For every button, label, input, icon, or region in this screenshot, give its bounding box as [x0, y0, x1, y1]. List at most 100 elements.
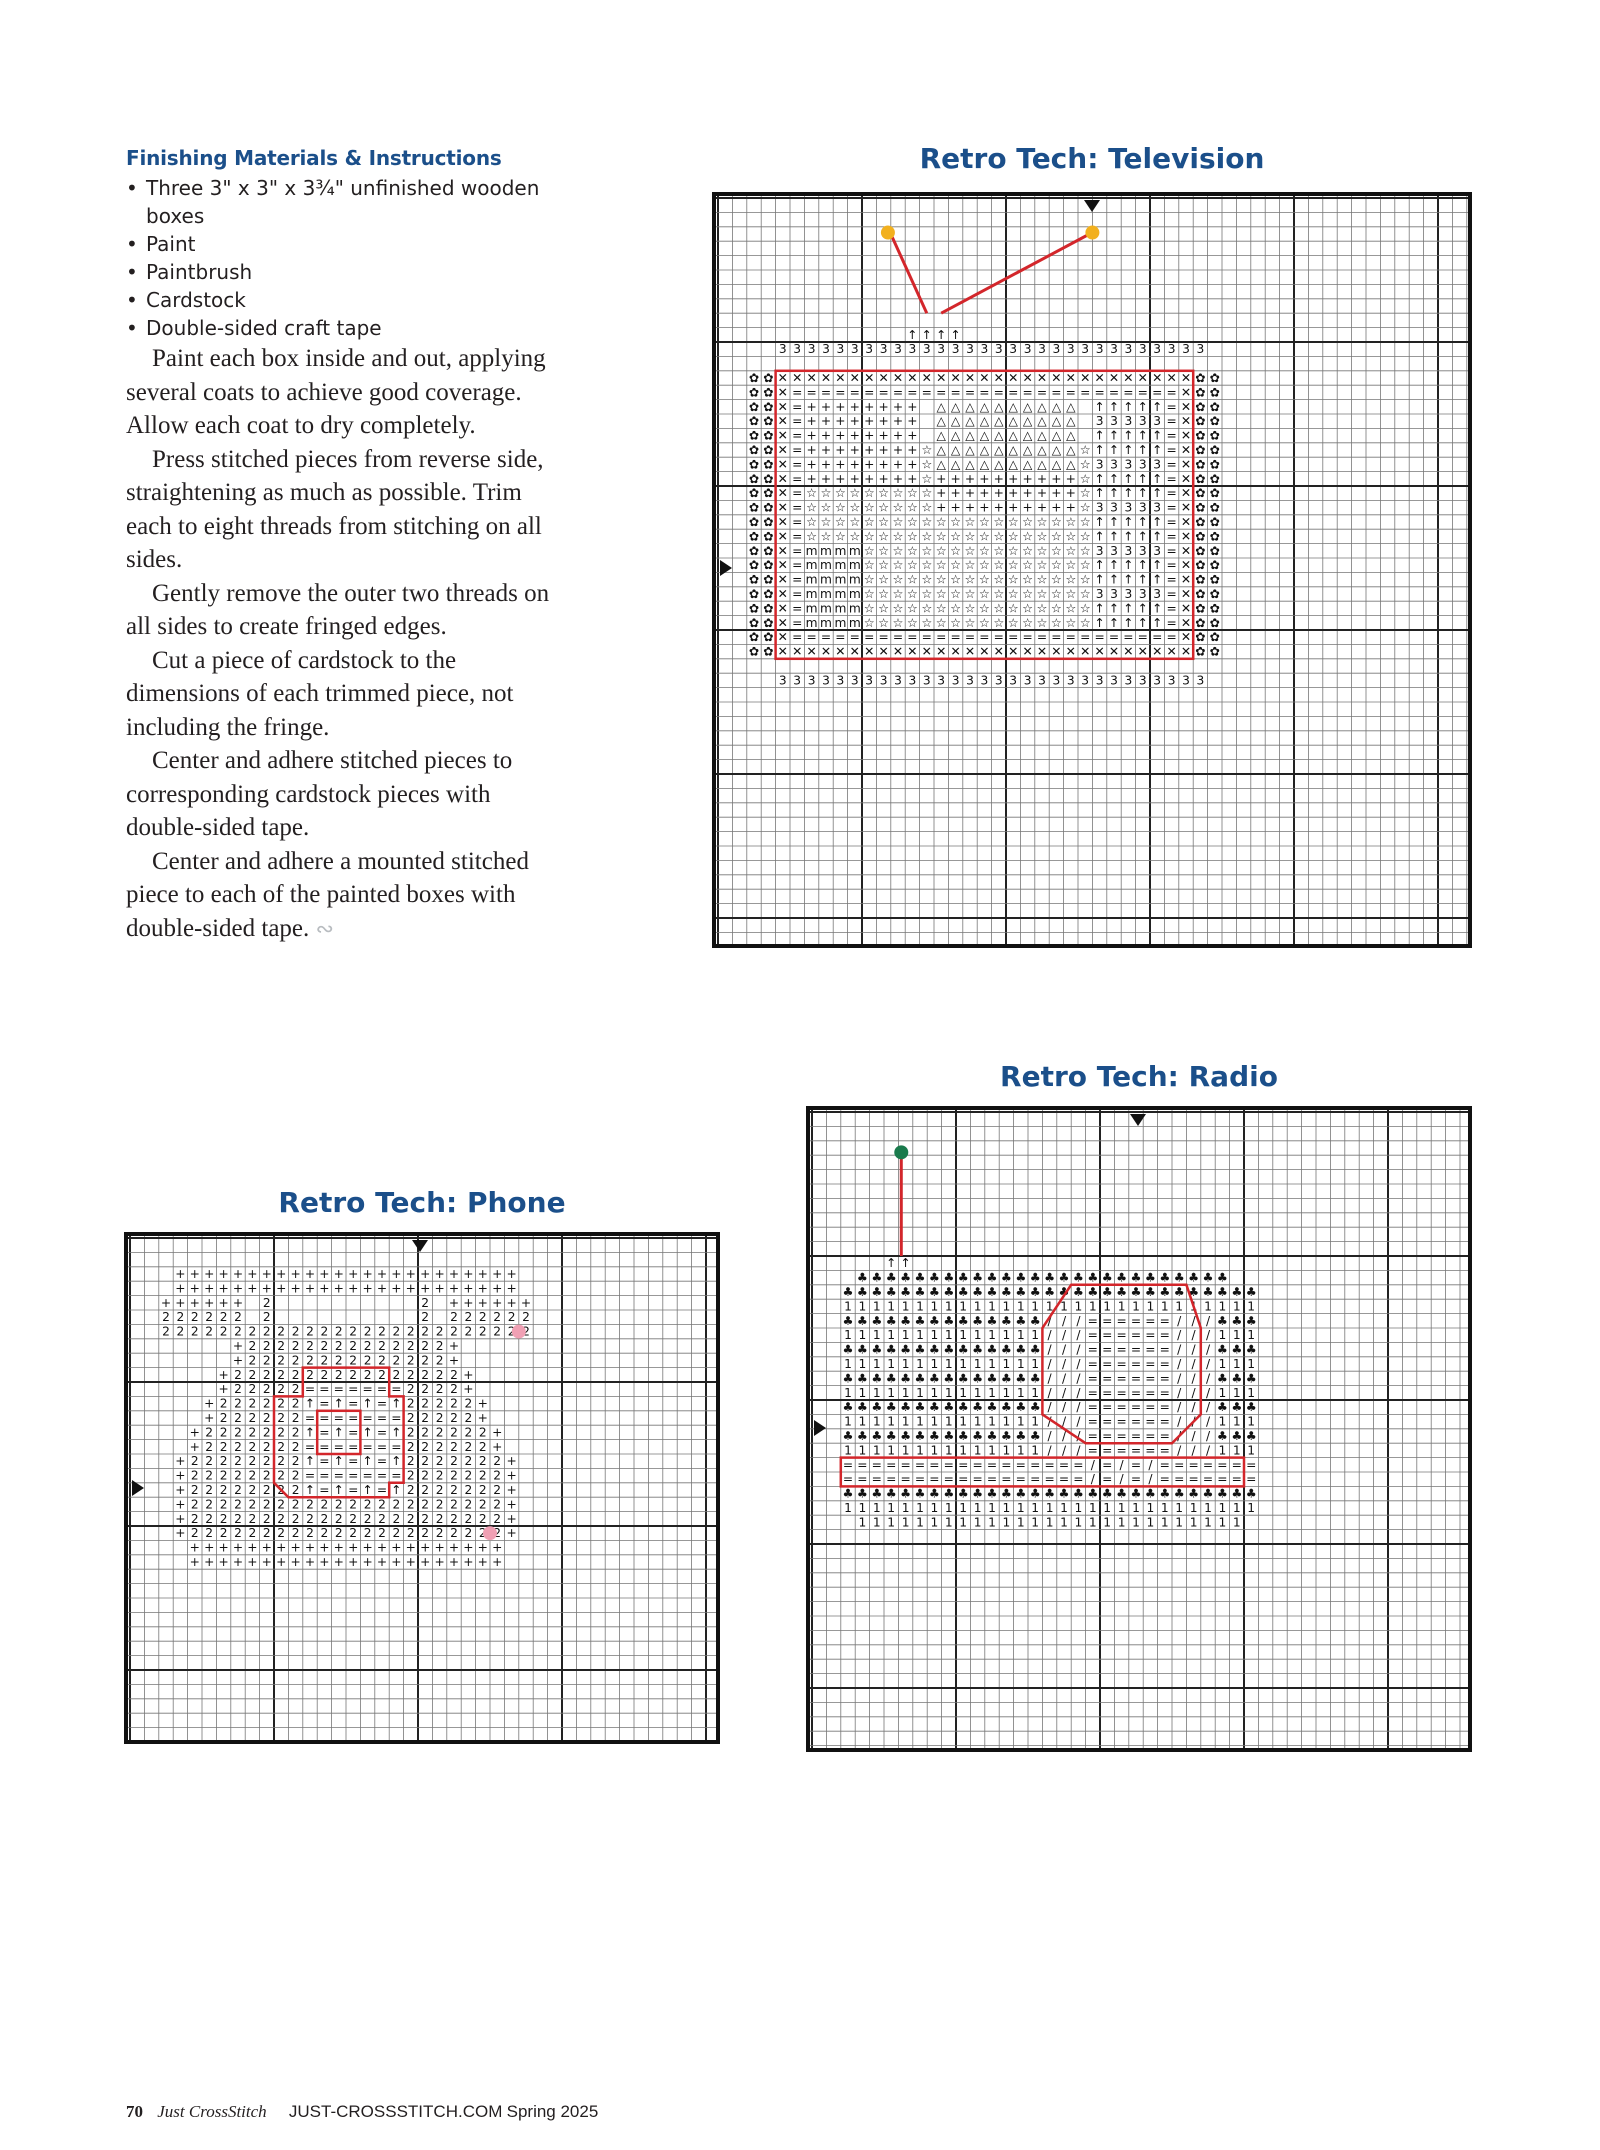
stitch-symbol: ♣: [843, 1429, 854, 1443]
stitch-symbol: 3: [1153, 414, 1161, 428]
stitch-symbol: +: [362, 1541, 372, 1555]
stitch-symbol: /: [1062, 1371, 1067, 1385]
stitch-symbol: ☆: [993, 515, 1004, 529]
stitch-symbol: ♣: [1087, 1285, 1098, 1299]
stitch-symbol: 3: [1125, 414, 1133, 428]
stitch-symbol: ♣: [1116, 1285, 1127, 1299]
stitch-symbol: ✕: [893, 645, 903, 659]
stitch-symbol: 1: [902, 1443, 910, 1457]
stitch-symbol: ↑: [1094, 472, 1104, 486]
stitch-symbol: 1: [1031, 1357, 1039, 1371]
stitch-symbol: 3: [995, 342, 1003, 356]
stitch-symbol: +: [979, 501, 989, 515]
stitch-symbol: =: [334, 1469, 344, 1483]
stitch-symbol: +: [806, 414, 816, 428]
stitch-symbol: +: [893, 414, 903, 428]
stitch-symbol: 1: [1233, 1386, 1241, 1400]
stitch-symbol: =: [835, 630, 845, 644]
stitch-symbol: 2: [493, 1497, 501, 1511]
stitch-symbol: ✕: [1181, 472, 1191, 486]
stitch-symbol: ☆: [907, 558, 918, 572]
stitch-symbol: =: [319, 1411, 329, 1425]
stitch-symbol: ☆: [907, 601, 918, 615]
stitch-symbol: +: [262, 1267, 272, 1281]
stitch-symbol: 2: [436, 1425, 444, 1439]
phone-pattern-grid: ++++++++++++++++++++++++++++++++++++++++…: [128, 1236, 716, 1740]
stitch-symbol: ♣: [915, 1487, 926, 1501]
stitch-symbol: ☆: [936, 587, 947, 601]
stitch-symbol: /: [1177, 1343, 1182, 1357]
stitch-symbol: ♣: [1231, 1285, 1242, 1299]
stitch-symbol: ↑: [334, 1483, 344, 1497]
stitch-symbol: 2: [263, 1397, 271, 1411]
stitch-symbol: =: [792, 616, 802, 630]
stitch-symbol: =: [944, 1472, 954, 1486]
stitch-symbol: 2: [407, 1526, 415, 1540]
stitch-symbol: /: [1091, 1472, 1096, 1486]
stitch-symbol: 3: [1081, 342, 1089, 356]
stitch-symbol: 3: [1139, 587, 1147, 601]
stitch-symbol: /: [1192, 1357, 1197, 1371]
stitch-symbol: 2: [436, 1368, 444, 1382]
stitch-symbol: =: [1166, 529, 1176, 543]
stitch-symbol: +: [175, 1454, 185, 1468]
stitch-symbol: m: [806, 558, 818, 572]
stitch-symbol: /: [1177, 1328, 1182, 1342]
stitch-symbol: ✕: [994, 371, 1004, 385]
stitch-symbol: ♣: [871, 1271, 882, 1285]
stitch-symbol: ♣: [886, 1285, 897, 1299]
stitch-symbol: △: [1023, 443, 1033, 457]
stitch-symbol: =: [348, 1425, 358, 1439]
stitch-symbol: =: [821, 630, 831, 644]
stitch-symbol: ↑: [1152, 400, 1162, 414]
stitch-symbol: ☆: [835, 501, 846, 515]
stitch-symbol: 3: [1096, 587, 1104, 601]
stitch-symbol: ☆: [921, 501, 932, 515]
stitch-symbol: ☆: [1080, 544, 1091, 558]
stitch-symbol: 2: [205, 1454, 213, 1468]
stitch-symbol: ♣: [857, 1271, 868, 1285]
stitch-symbol: 3: [1110, 501, 1118, 515]
stitch-symbol: ↑: [1123, 515, 1133, 529]
stitch-symbol: =: [1044, 1458, 1054, 1472]
stitch-symbol: ☆: [835, 515, 846, 529]
stitch-symbol: 3: [923, 342, 931, 356]
stitch-symbol: 2: [421, 1310, 429, 1324]
stitch-symbol: △: [980, 443, 990, 457]
stitch-symbol: ✕: [1080, 371, 1090, 385]
stitch-symbol: /: [1148, 1472, 1153, 1486]
stitch-symbol: =: [1116, 1415, 1126, 1429]
stitch-symbol: ☆: [1051, 601, 1062, 615]
stitch-symbol: +: [175, 1281, 185, 1295]
stitch-symbol: +: [1066, 486, 1076, 500]
stitch-symbol: 2: [479, 1469, 487, 1483]
stitch-symbol: /: [1076, 1328, 1081, 1342]
stitch-symbol: ♣: [1087, 1271, 1098, 1285]
stitch-symbol: ✕: [1181, 443, 1191, 457]
stitch-symbol: ✿: [1210, 616, 1220, 630]
stitch-symbol: 1: [859, 1357, 867, 1371]
stitch-symbol: ✕: [1138, 371, 1148, 385]
stitch-symbol: 1: [844, 1328, 852, 1342]
stitch-symbol: 2: [234, 1368, 242, 1382]
stitch-symbol: ✕: [1051, 645, 1061, 659]
stitch-symbol: =: [792, 429, 802, 443]
stitch-symbol: 2: [205, 1512, 213, 1526]
stitch-symbol: ☆: [1080, 486, 1091, 500]
stitch-symbol: =: [1088, 1328, 1098, 1342]
stitch-symbol: ✿: [1195, 429, 1205, 443]
stitch-symbol: 1: [945, 1299, 953, 1313]
stitch-symbol: +: [175, 1469, 185, 1483]
stitch-symbol: +: [950, 486, 960, 500]
stitch-symbol: ✿: [1210, 371, 1220, 385]
stitch-symbol: /: [1206, 1371, 1211, 1385]
stitch-symbol: 1: [1247, 1299, 1255, 1313]
stitch-symbol: ☆: [864, 515, 875, 529]
stitch-symbol: ♣: [987, 1314, 998, 1328]
stitch-symbol: +: [247, 1267, 257, 1281]
stitch-symbol: 2: [407, 1512, 415, 1526]
stitch-symbol: =: [348, 1411, 358, 1425]
stitch-symbol: ☆: [1080, 515, 1091, 529]
stitch-symbol: 3: [909, 673, 917, 687]
stitch-symbol: ✿: [1210, 587, 1220, 601]
